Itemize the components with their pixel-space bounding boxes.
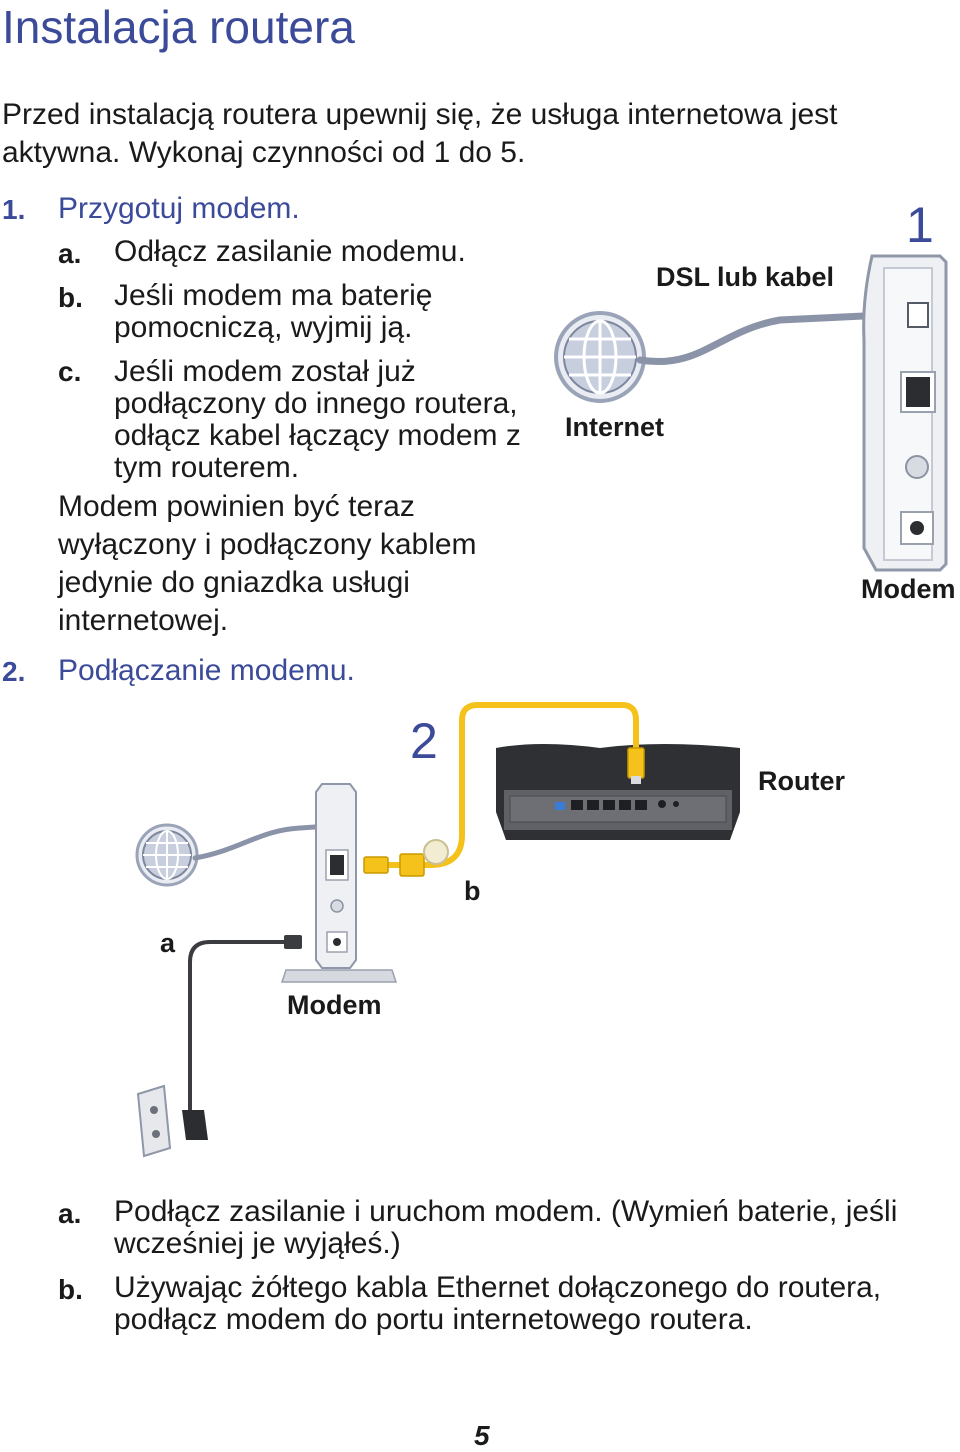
modem-label-1: Modem: [861, 574, 956, 604]
modem-label-2: Modem: [287, 990, 382, 1020]
step1-item-b-text: Jeśli modem ma baterię pomocniczą, wyjmi…: [114, 279, 433, 344]
diagram1-number: 1: [906, 197, 934, 253]
step2-title: Podłączanie modemu.: [58, 654, 355, 687]
step2-item-b-text: Używając żółtego kabla Ethernet dołączon…: [114, 1271, 882, 1336]
step1-item-c-text: Jeśli modem został już podłączony do inn…: [114, 355, 521, 484]
wall-outlet-icon: [136, 1084, 172, 1158]
intro-text: Przed instalacją routera upewnij się, że…: [2, 98, 838, 169]
modem-icon-2: [280, 783, 398, 983]
yellow-ethernet-cable: [377, 702, 639, 868]
step2-item-a-letter: a.: [58, 1198, 82, 1229]
internet-globe-icon-2: [135, 823, 199, 887]
step1-number: 1.: [2, 194, 26, 225]
diagram-label-a: a: [160, 928, 176, 958]
step1-item-a-letter: a.: [58, 238, 82, 269]
step1-title: Przygotuj modem.: [58, 192, 300, 225]
dsl-cable-label: DSL lub kabel: [656, 262, 835, 292]
step1-item-c-letter: c.: [58, 356, 82, 387]
step1-item-b-letter: b.: [58, 282, 83, 313]
diagram-label-b: b: [464, 876, 481, 906]
router-icon: [496, 744, 740, 840]
modem-icon: [862, 254, 948, 572]
internet-globe-icon: [554, 311, 646, 403]
page-title: Instalacja routera: [2, 1, 355, 53]
step2-item-a-text: Podłącz zasilanie i uruchom modem. (Wymi…: [114, 1195, 898, 1260]
internet-label: Internet: [565, 412, 665, 442]
step1-item-a-text: Odłącz zasilanie modemu.: [114, 235, 466, 268]
step2-number: 2.: [2, 656, 26, 687]
dsl-cable: [636, 310, 909, 365]
diagram2-number: 2: [410, 713, 438, 769]
page-number: 5: [474, 1420, 490, 1451]
step1-note: Modem powinien być teraz wyłączony i pod…: [58, 490, 477, 637]
step2-item-b-letter: b.: [58, 1274, 83, 1305]
router-label: Router: [758, 766, 845, 796]
power-cable: [188, 940, 300, 1110]
